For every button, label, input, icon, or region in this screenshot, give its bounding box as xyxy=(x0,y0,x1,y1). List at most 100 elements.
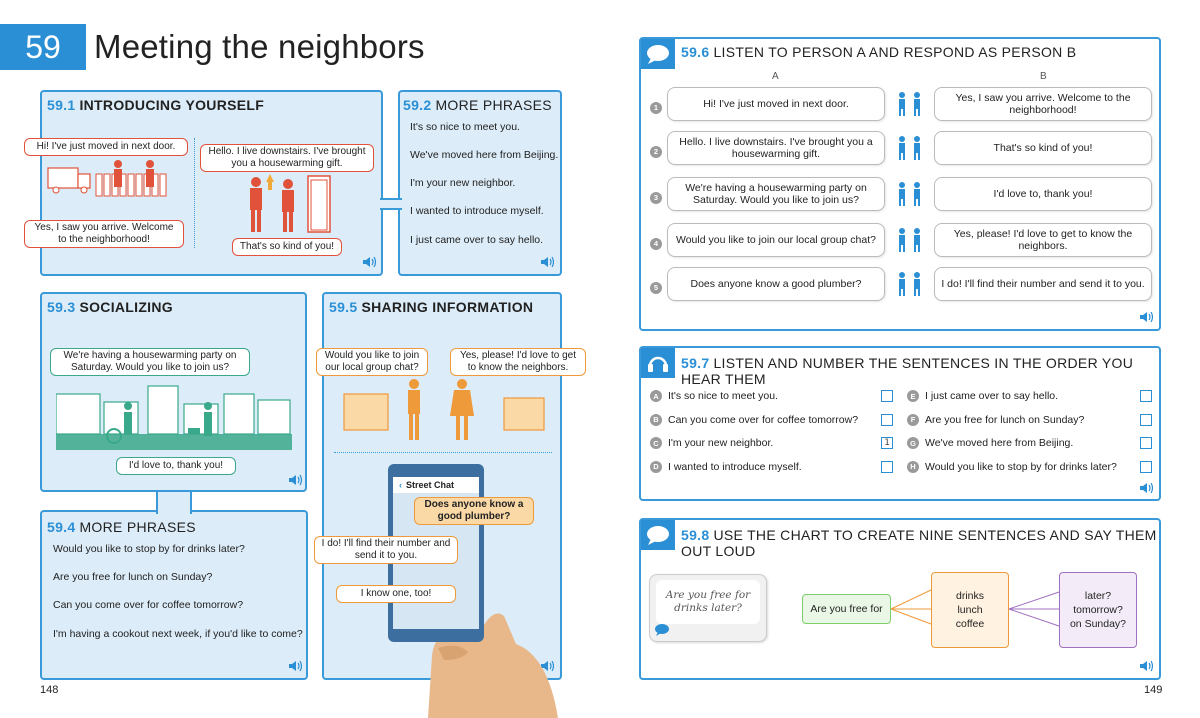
audio-speaker-icon[interactable] xyxy=(288,660,302,672)
audio-speaker-icon[interactable] xyxy=(540,660,554,672)
audio-speaker-icon[interactable] xyxy=(288,474,302,486)
two-people-icon xyxy=(899,182,920,206)
sentence-item: D I wanted to introduce myself. xyxy=(650,460,802,473)
phrase-item: It's so nice to meet you. xyxy=(410,121,520,133)
person-b-line: I'd love to, thank you! xyxy=(934,177,1152,211)
sentence-item: C I'm your new neighbor. xyxy=(650,437,773,449)
two-people-icon xyxy=(899,272,920,296)
phrase-item: Would you like to stop by for drinks lat… xyxy=(53,543,245,555)
phrase-item: I wanted to introduce myself. xyxy=(410,205,544,217)
audio-speaker-icon[interactable] xyxy=(1139,311,1153,323)
bubble-brought-gift: Hello. I live downstairs. I've brought y… xyxy=(200,144,374,172)
two-people-icon xyxy=(899,136,920,160)
item-letter: A xyxy=(650,390,662,402)
phrase-item: Are you free for lunch on Sunday? xyxy=(53,571,213,583)
person-a-line: Does anyone know a good plumber? xyxy=(667,267,885,301)
column-b-header: B xyxy=(1040,71,1047,82)
phrase-item: We've moved here from Beijing. xyxy=(410,149,559,161)
two-people-icon xyxy=(899,92,920,116)
item-text: Would you like to stop by for drinks lat… xyxy=(925,460,1117,473)
chat-msg-plumber: Does anyone know a good plumber? xyxy=(414,497,534,525)
answer-box[interactable] xyxy=(1140,460,1152,473)
audio-speaker-icon[interactable] xyxy=(362,256,376,268)
moving-scene-illustration xyxy=(47,160,167,197)
chart-connector-lines xyxy=(890,589,1060,627)
unit-number-badge: 59 xyxy=(0,24,86,70)
person-b-line: Yes, please! I'd love to get to know the… xyxy=(934,223,1152,257)
speech-bubble-icon xyxy=(641,39,675,69)
sentence-item: F Are you free for lunch on Sunday? xyxy=(907,413,1085,426)
row-number: 2 xyxy=(650,141,662,159)
row-number: 5 xyxy=(650,277,662,295)
bubble-yes-please: Yes, please! I'd love to get to know the… xyxy=(450,348,586,376)
item-letter: H xyxy=(907,460,919,473)
page-title: Meeting the neighbors xyxy=(94,28,425,65)
item-text: Are you free for lunch on Sunday? xyxy=(925,413,1085,426)
chart-end-option: on Sunday? xyxy=(1069,618,1127,630)
speech-bubble-icon xyxy=(655,624,669,636)
street-scene-illustration xyxy=(56,385,292,450)
group-chat-illustration xyxy=(343,379,545,440)
bubble-so-kind: That's so kind of you! xyxy=(232,238,342,256)
item-letter: E xyxy=(907,390,919,402)
person-b-line: That's so kind of you! xyxy=(934,131,1152,165)
bubble-join-group-chat: Would you like to join our local group c… xyxy=(316,348,428,376)
chat-msg-find-number: I do! I'll find their number and send it… xyxy=(314,536,458,564)
audio-speaker-icon[interactable] xyxy=(1139,660,1153,672)
bubble-love-to: I'd love to, thank you! xyxy=(116,457,236,475)
chart-start-box: Are you free for xyxy=(802,594,891,624)
phrase-item: I'm having a cookout next week, if you'd… xyxy=(53,628,303,640)
audio-speaker-icon[interactable] xyxy=(540,256,554,268)
gift-scene-illustration xyxy=(250,174,331,233)
chevron-left-icon: ‹ xyxy=(399,480,402,490)
item-letter: F xyxy=(907,413,919,426)
example-bubble: Are you free for drinks later? xyxy=(649,574,767,642)
bubble-housewarming-party: We're having a housewarming party on Sat… xyxy=(50,348,250,376)
sentence-item: G We've moved here from Beijing. xyxy=(907,437,1073,449)
item-text: We've moved here from Beijing. xyxy=(925,437,1074,449)
sentence-item: B Can you come over for coffee tomorrow? xyxy=(650,413,859,426)
page-number-right: 149 xyxy=(1144,684,1163,696)
person-b-line: I do! I'll find their number and send it… xyxy=(934,267,1152,301)
column-a-header: A xyxy=(772,71,779,82)
headphones-icon xyxy=(641,348,675,378)
page-number-left: 148 xyxy=(40,684,59,696)
row-number: 1 xyxy=(650,97,662,115)
chart-middle-box: drinks lunch coffee xyxy=(931,572,1009,648)
item-text: I just came over to say hello. xyxy=(925,390,1059,402)
answer-box[interactable] xyxy=(1140,413,1152,426)
answer-box[interactable] xyxy=(881,460,893,473)
sentence-item: A It's so nice to meet you. xyxy=(650,390,778,402)
sentence-item: H Would you like to stop by for drinks l… xyxy=(907,460,1117,473)
answer-box[interactable] xyxy=(1140,437,1152,449)
chart-end-box: later? tomorrow? on Sunday? xyxy=(1059,572,1137,648)
audio-speaker-icon[interactable] xyxy=(1139,482,1153,494)
dotted-divider xyxy=(334,452,552,453)
example-bubble-inner: Are you free for drinks later? xyxy=(656,580,760,624)
dotted-divider xyxy=(194,138,195,248)
answer-box[interactable] xyxy=(881,413,893,426)
answer-box[interactable] xyxy=(1140,390,1152,402)
item-text: It's so nice to meet you. xyxy=(668,390,778,402)
item-text: Can you come over for coffee tomorrow? xyxy=(668,413,859,426)
answer-box[interactable]: 1 xyxy=(881,437,893,449)
chart-middle-option: drinks xyxy=(955,590,984,602)
person-a-line: Hello. I live downstairs. I've brought y… xyxy=(667,131,885,165)
row-number: 3 xyxy=(650,187,662,205)
phrase-item: I'm your new neighbor. xyxy=(410,177,516,189)
chat-msg-know-one: I know one, too! xyxy=(336,585,456,603)
item-text: I'm your new neighbor. xyxy=(668,437,774,449)
connector-593-594 xyxy=(156,492,192,514)
chart-end-option: tomorrow? xyxy=(1073,604,1123,616)
answer-box[interactable] xyxy=(881,390,893,402)
